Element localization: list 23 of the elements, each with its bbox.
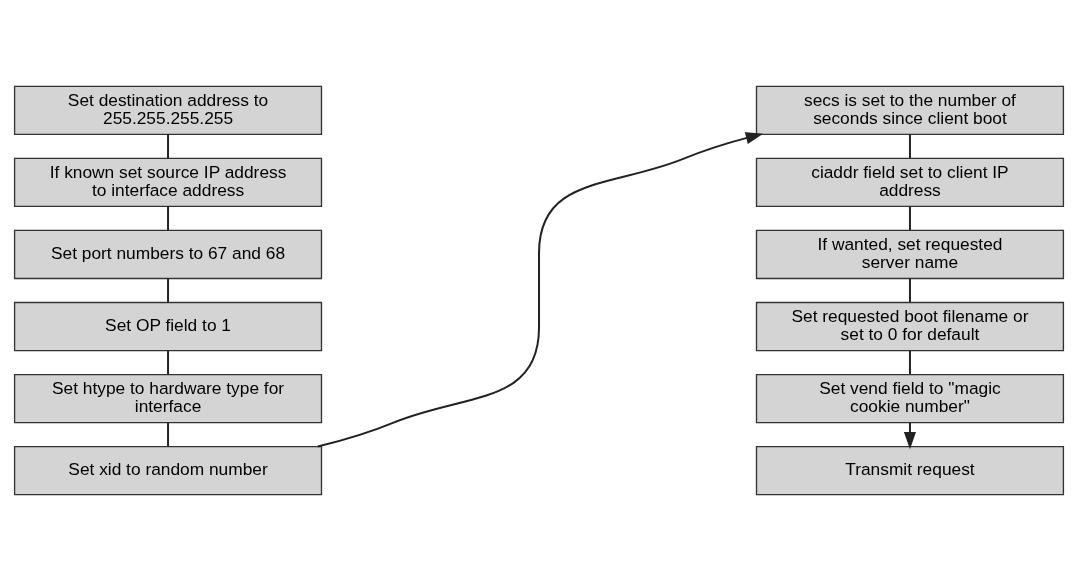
connector [167, 132, 170, 159]
node-box: Set xid to random number [13, 445, 323, 495]
connector [167, 204, 170, 231]
connector [908, 132, 911, 159]
arrow [316, 131, 764, 447]
node-box: If known set source IP address to interface address [13, 157, 323, 207]
connector [167, 277, 170, 303]
node-box: Set port numbers to 67 and 68 [13, 229, 323, 279]
connector [908, 277, 911, 303]
node-box: Set htype to hardware type for interface [13, 373, 323, 423]
connector [167, 349, 170, 375]
connector [908, 349, 911, 375]
node-box: If wanted, set requested server name [755, 229, 1065, 279]
node-box: secs is set to the number of seconds since client boot [755, 85, 1065, 135]
node-box: Set requested boot filename or set to 0 for default [755, 301, 1065, 351]
node-box: Transmit request [755, 445, 1065, 495]
node-box: ciaddr field set to client IP address [755, 157, 1065, 207]
node-box: Set OP field to 1 [13, 301, 323, 351]
arrow [903, 421, 917, 449]
connector [908, 204, 911, 231]
node-box: Set vend field to "magic cookie number" [755, 373, 1065, 423]
connector [167, 421, 170, 447]
node-box: Set destination address to 255.255.255.255 [13, 85, 323, 135]
